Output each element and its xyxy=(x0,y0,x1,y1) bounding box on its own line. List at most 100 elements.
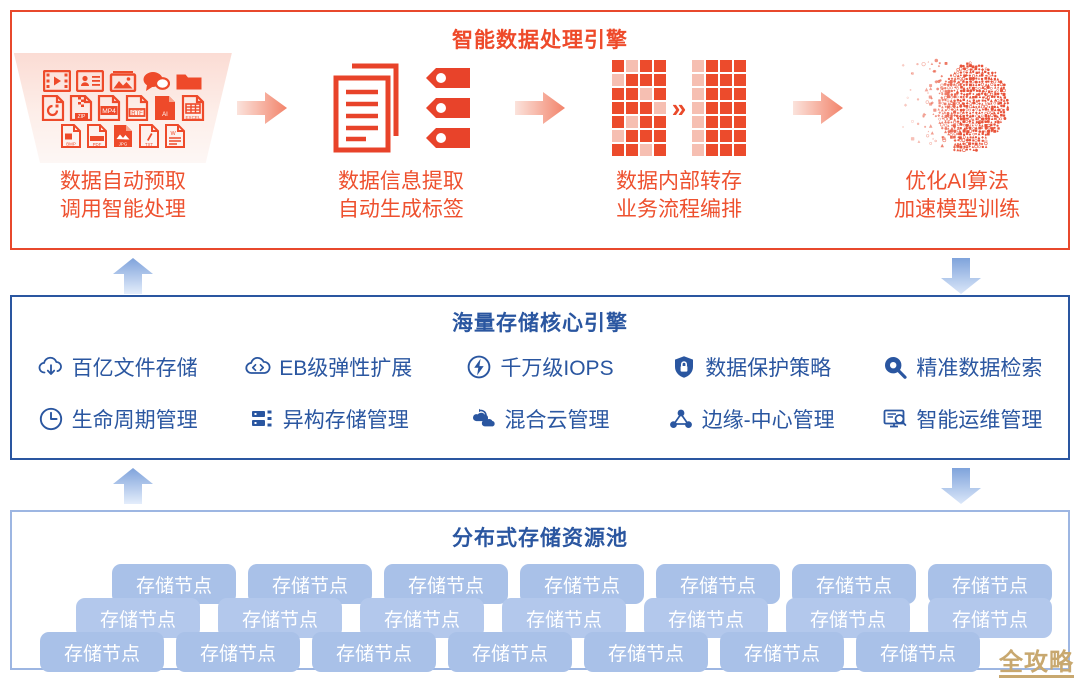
svg-text:RTF: RTF xyxy=(131,111,143,117)
storage-node[interactable]: 存储节点 xyxy=(928,564,1052,604)
grid-cell xyxy=(625,60,638,72)
storage-node[interactable]: 存储节点 xyxy=(928,598,1052,638)
particle xyxy=(975,89,979,93)
particle xyxy=(990,117,994,121)
particle xyxy=(978,80,981,84)
particle xyxy=(987,129,991,133)
particle xyxy=(942,136,946,141)
particle xyxy=(910,72,913,75)
particle xyxy=(930,97,934,100)
particle xyxy=(974,123,978,127)
particle xyxy=(974,136,978,139)
particle xyxy=(996,130,999,133)
feature-label: 生命周期管理 xyxy=(71,409,198,432)
grid-cell xyxy=(625,88,638,100)
particle xyxy=(1002,111,1006,114)
particle xyxy=(965,93,969,96)
storage-node[interactable]: 存储节点 xyxy=(502,598,626,638)
step-caption-line2: 加速模型训练 xyxy=(894,197,1021,221)
particle xyxy=(993,108,997,112)
storage-node[interactable]: 存储节点 xyxy=(644,598,768,638)
lightning-circle-icon xyxy=(466,354,492,380)
storage-node[interactable]: 存储节点 xyxy=(112,564,236,604)
particle xyxy=(987,114,991,118)
particle xyxy=(959,71,963,74)
storage-node[interactable]: 存储节点 xyxy=(312,632,436,672)
feature-item-heterogeneous-storage[interactable]: 异构存储管理 xyxy=(223,404,434,434)
particle xyxy=(962,102,966,106)
storage-node[interactable]: 存储节点 xyxy=(248,564,372,604)
storage-node[interactable]: 存储节点 xyxy=(76,598,200,638)
feature-item-edge-center[interactable]: 边缘-中心管理 xyxy=(646,404,857,434)
particle xyxy=(956,111,960,115)
particle xyxy=(981,139,984,142)
particle xyxy=(950,86,954,90)
feature-item-iops[interactable]: 千万级IOPS xyxy=(434,352,645,382)
particle xyxy=(1002,88,1006,93)
particle xyxy=(962,98,966,101)
storage-node[interactable]: 存储节点 xyxy=(786,598,910,638)
particle xyxy=(975,132,978,135)
particle xyxy=(968,129,973,133)
feature-item-data-protection[interactable]: 数据保护策略 xyxy=(646,352,857,382)
storage-node[interactable]: 存储节点 xyxy=(856,632,980,672)
particle xyxy=(930,62,934,66)
particle xyxy=(983,88,988,93)
feature-label: 智能运维管理 xyxy=(916,409,1043,432)
feature-item-lifecycle[interactable]: 生命周期管理 xyxy=(12,404,223,434)
particle xyxy=(987,111,991,115)
particle xyxy=(966,136,970,139)
particle xyxy=(993,80,997,84)
particle xyxy=(951,123,954,127)
particle xyxy=(974,67,978,71)
feature-item-eb-elastic-scaling[interactable]: EB级弹性扩展 xyxy=(223,352,434,382)
grid-cell xyxy=(653,88,666,100)
storage-node[interactable]: 存储节点 xyxy=(720,632,844,672)
storage-node[interactable]: 存储节点 xyxy=(218,598,342,638)
particle xyxy=(969,83,973,87)
particle xyxy=(968,114,972,118)
svg-text:W: W xyxy=(170,131,176,137)
particle xyxy=(911,137,915,141)
particle xyxy=(986,86,990,89)
storage-node[interactable]: 存储节点 xyxy=(520,564,644,604)
storage-node[interactable]: 存储节点 xyxy=(360,598,484,638)
particle xyxy=(981,77,984,81)
particle xyxy=(994,120,997,124)
storage-node[interactable]: 存储节点 xyxy=(656,564,780,604)
particle xyxy=(971,86,975,90)
storage-node[interactable]: 存储节点 xyxy=(792,564,916,604)
particle xyxy=(993,129,997,133)
particle xyxy=(926,134,930,138)
storage-node[interactable]: 存储节点 xyxy=(448,632,572,672)
particle xyxy=(1000,92,1003,95)
feature-label: 精准数据检索 xyxy=(916,357,1043,380)
particle xyxy=(972,127,976,130)
storage-node[interactable]: 存储节点 xyxy=(176,632,300,672)
particle xyxy=(941,117,945,120)
particle xyxy=(997,80,1000,83)
particle xyxy=(946,111,950,115)
feature-item-intelligent-ops[interactable]: 智能运维管理 xyxy=(857,404,1068,434)
particle xyxy=(965,132,969,136)
particle xyxy=(940,89,944,93)
feature-item-hybrid-cloud[interactable]: 混合云管理 xyxy=(434,404,645,434)
feature-item-precise-search[interactable]: 精准数据检索 xyxy=(857,352,1068,382)
grid-cell xyxy=(734,144,747,156)
particle xyxy=(978,141,982,145)
grid-cell xyxy=(720,88,733,100)
particle xyxy=(957,117,960,120)
feature-item-massive-file-storage[interactable]: 百亿文件存储 xyxy=(12,352,223,382)
storage-node[interactable]: 存储节点 xyxy=(584,632,708,672)
particle xyxy=(956,89,960,93)
particle xyxy=(950,108,954,112)
particle xyxy=(972,92,975,96)
storage-node[interactable]: 存储节点 xyxy=(384,564,508,604)
particle xyxy=(962,86,966,90)
particle xyxy=(987,71,990,75)
particle xyxy=(972,77,976,81)
particle xyxy=(950,93,954,96)
particle xyxy=(924,125,927,128)
storage-node[interactable]: 存储节点 xyxy=(40,632,164,672)
particle xyxy=(965,108,969,111)
